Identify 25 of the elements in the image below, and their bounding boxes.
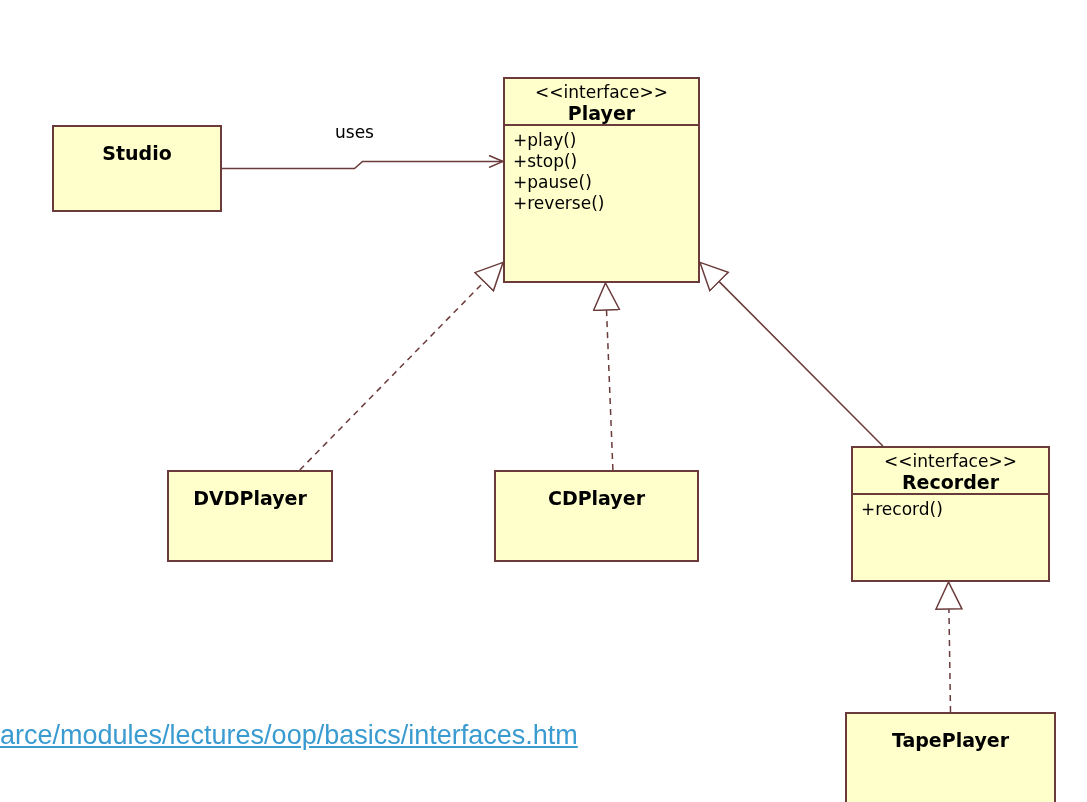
class-name: CDPlayer	[546, 486, 646, 509]
class-box	[167, 470, 333, 562]
class-name: Player	[566, 103, 637, 124]
class-box	[845, 712, 1056, 802]
source-link: arce/modules/lectures/oop/basics/interfaces.htm	[0, 720, 578, 751]
class-name: TapePlayer	[890, 728, 1011, 751]
method-label: +stop()	[512, 151, 579, 172]
class-name: Recorder	[900, 472, 1001, 493]
class-name: Studio	[101, 141, 173, 164]
interface-box	[851, 446, 1050, 582]
method-label: +record()	[860, 499, 944, 520]
method-label: +reverse()	[512, 193, 606, 214]
class-box	[52, 125, 222, 212]
interface-box	[503, 77, 700, 283]
realization-arrow	[699, 261, 884, 447]
realization-arrow	[935, 581, 963, 713]
class-name: DVDPlayer	[192, 486, 308, 509]
method-label: +pause()	[512, 172, 593, 193]
realization-arrow	[592, 282, 621, 471]
class-box	[494, 470, 699, 562]
stereotype-label: <<interface>>	[883, 450, 1018, 472]
stereotype-label: <<interface>>	[534, 81, 669, 103]
method-label: +play()	[512, 130, 578, 151]
realization-arrow	[299, 261, 504, 471]
association-arrow	[221, 154, 504, 170]
